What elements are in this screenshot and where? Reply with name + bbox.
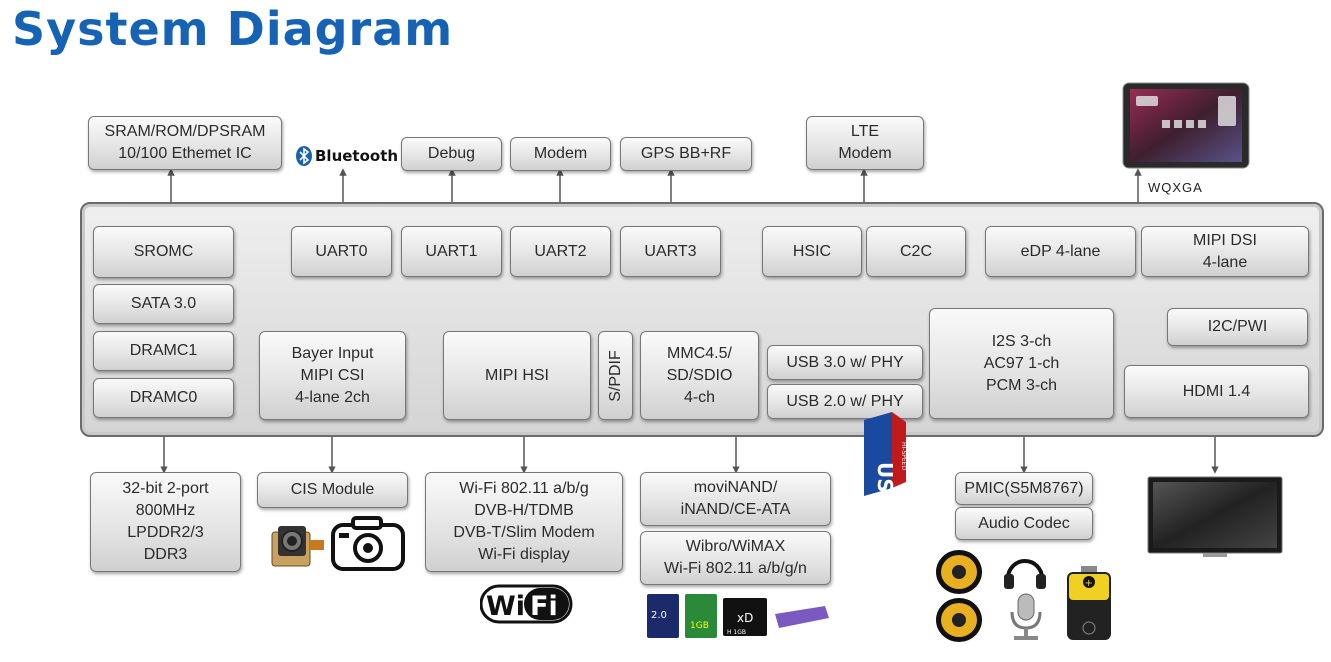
speaker-icon-2 [934,596,984,649]
bluetooth-label: Bluetooth [315,147,399,165]
bluetooth-icon [296,146,312,166]
xd-card-label: xD [737,611,753,625]
microphone-icon [1006,592,1046,647]
sd-card-label: 2.0 [651,610,667,621]
mmc-block: MMC4.5/ SD/SDIO 4-ch [640,331,759,420]
lpddr-box: 32-bit 2-port 800MHz LPDDR2/3 DDR3 [90,472,241,572]
sromc-block: SROMC [93,226,234,278]
sram-ethernet-box: SRAM/ROM/DPSRAM 10/100 Ethemet IC [88,116,282,170]
hsic-block: HSIC [762,226,862,277]
wifi-dvb-box: Wi-Fi 802.11 a/b/g DVB-H/TDMB DVB-T/Slim… [425,472,623,572]
mipi-hsi-block: MIPI HSI [443,331,591,420]
uart0-block: UART0 [291,226,392,277]
uart1-block: UART1 [401,226,502,277]
sata-block: SATA 3.0 [93,284,234,324]
green-card-label: 1GB [690,621,709,631]
wifi-logo-text-wi: Wi [486,591,525,622]
debug-box: Debug [401,137,502,171]
audio-codec-box: Audio Codec [955,507,1093,540]
uart2-block: UART2 [510,226,611,277]
usb-logo-subtext: HI-SPEED [900,442,907,470]
lte-modem-box: LTE Modem [806,116,924,170]
edp-block: eDP 4-lane [985,226,1136,277]
pmic-box: PMIC(S5M8767) [955,472,1093,505]
usb2-block: USB 2.0 w/ PHY [767,384,923,419]
memory-cards-icon: 2.0 1GB xD H 1GB [645,592,830,647]
modem-box: Modem [510,137,611,171]
spdif-block: S/PDIF [598,331,633,420]
headphones-icon [1002,548,1048,595]
mipi-dsi-block: MIPI DSI 4-lane [1141,226,1309,277]
page-title: System Diagram [12,2,454,56]
hdmi-block: HDMI 1.4 [1124,365,1309,418]
battery-icon: + [1065,564,1113,647]
usb3-block: USB 3.0 w/ PHY [767,345,923,380]
dramc1-block: DRAMC1 [93,331,234,371]
cis-module-box: CIS Module [257,472,408,508]
i2s-block: I2S 3-ch AC97 1-ch PCM 3-ch [929,308,1114,419]
bluetooth-logo: Bluetooth [296,146,398,166]
movinand-box: moviNAND/ iNAND/CE-ATA [640,472,831,526]
wqxga-label: WQXGA [1148,180,1203,195]
dramc0-block: DRAMC0 [93,378,234,418]
speaker-icon [934,548,984,601]
usb-logo-text: USB [873,462,897,496]
tv-icon [1147,476,1283,563]
wifi-logo: Wi Fi [479,584,578,629]
camera-module-icon [266,520,326,577]
c2c-block: C2C [866,226,966,277]
bayer-input-block: Bayer Input MIPI CSI 4-lane 2ch [259,331,406,420]
wifi-logo-text-fi: Fi [530,591,558,622]
camera-icon [331,515,405,578]
i2c-block: I2C/PWI [1167,308,1308,346]
wibro-box: Wibro/WiMAX Wi-Fi 802.11 a/b/g/n [640,531,831,585]
uart3-block: UART3 [620,226,721,277]
usb-logo: USB HI-SPEED [858,412,910,508]
xd-card-capacity: H 1GB [727,629,746,636]
gps-box: GPS BB+RF [620,137,752,171]
svg-text:+: + [1085,578,1093,589]
tablet-icon [1122,82,1250,169]
